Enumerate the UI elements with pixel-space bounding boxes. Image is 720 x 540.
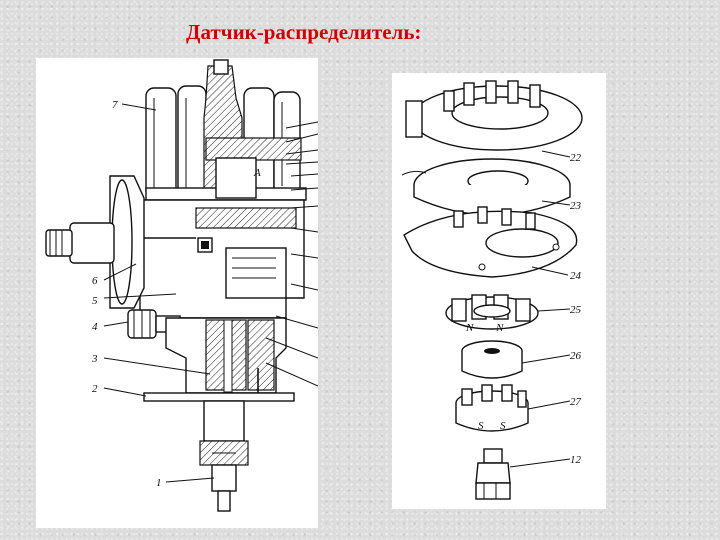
coil-part bbox=[401, 158, 571, 216]
part-label-1: 1 bbox=[156, 477, 162, 489]
part-label-6: 6 bbox=[92, 275, 98, 287]
magnet-pole-s1: S bbox=[478, 420, 484, 432]
plate-part bbox=[403, 206, 578, 278]
magnet-pole-s2: S bbox=[500, 420, 506, 432]
part-label-2: 2 bbox=[92, 383, 98, 395]
part-label-3: 3 bbox=[91, 353, 98, 365]
part-label-7: 7 bbox=[112, 99, 118, 111]
magnet-pole-n1: N bbox=[465, 322, 474, 334]
part-label-26: 26 bbox=[570, 350, 582, 362]
rotor-star-part: N N bbox=[445, 294, 539, 334]
shaft-end-part bbox=[475, 448, 511, 500]
letter-a-label: А bbox=[253, 167, 261, 179]
pole-piece-part: S S bbox=[455, 384, 529, 432]
part-label-25: 25 bbox=[570, 304, 582, 316]
distributor-section-drawing: А bbox=[36, 58, 318, 528]
part-label-12: 12 bbox=[570, 454, 582, 466]
slide-title: Датчик-распределитель: bbox=[186, 20, 422, 44]
sensor-exploded-drawing: 22 23 24 bbox=[392, 73, 606, 509]
part-label-22: 22 bbox=[570, 152, 582, 164]
part-label-24: 24 bbox=[570, 270, 582, 282]
magnet-pole-n2: N bbox=[495, 322, 504, 334]
magnet-ring-part bbox=[461, 340, 523, 379]
part-label-4: 4 bbox=[92, 321, 98, 333]
part-label-27: 27 bbox=[570, 396, 582, 408]
part-label-23: 23 bbox=[570, 200, 582, 212]
part-label-5: 5 bbox=[92, 295, 98, 307]
stator-ring-part bbox=[405, 80, 583, 151]
